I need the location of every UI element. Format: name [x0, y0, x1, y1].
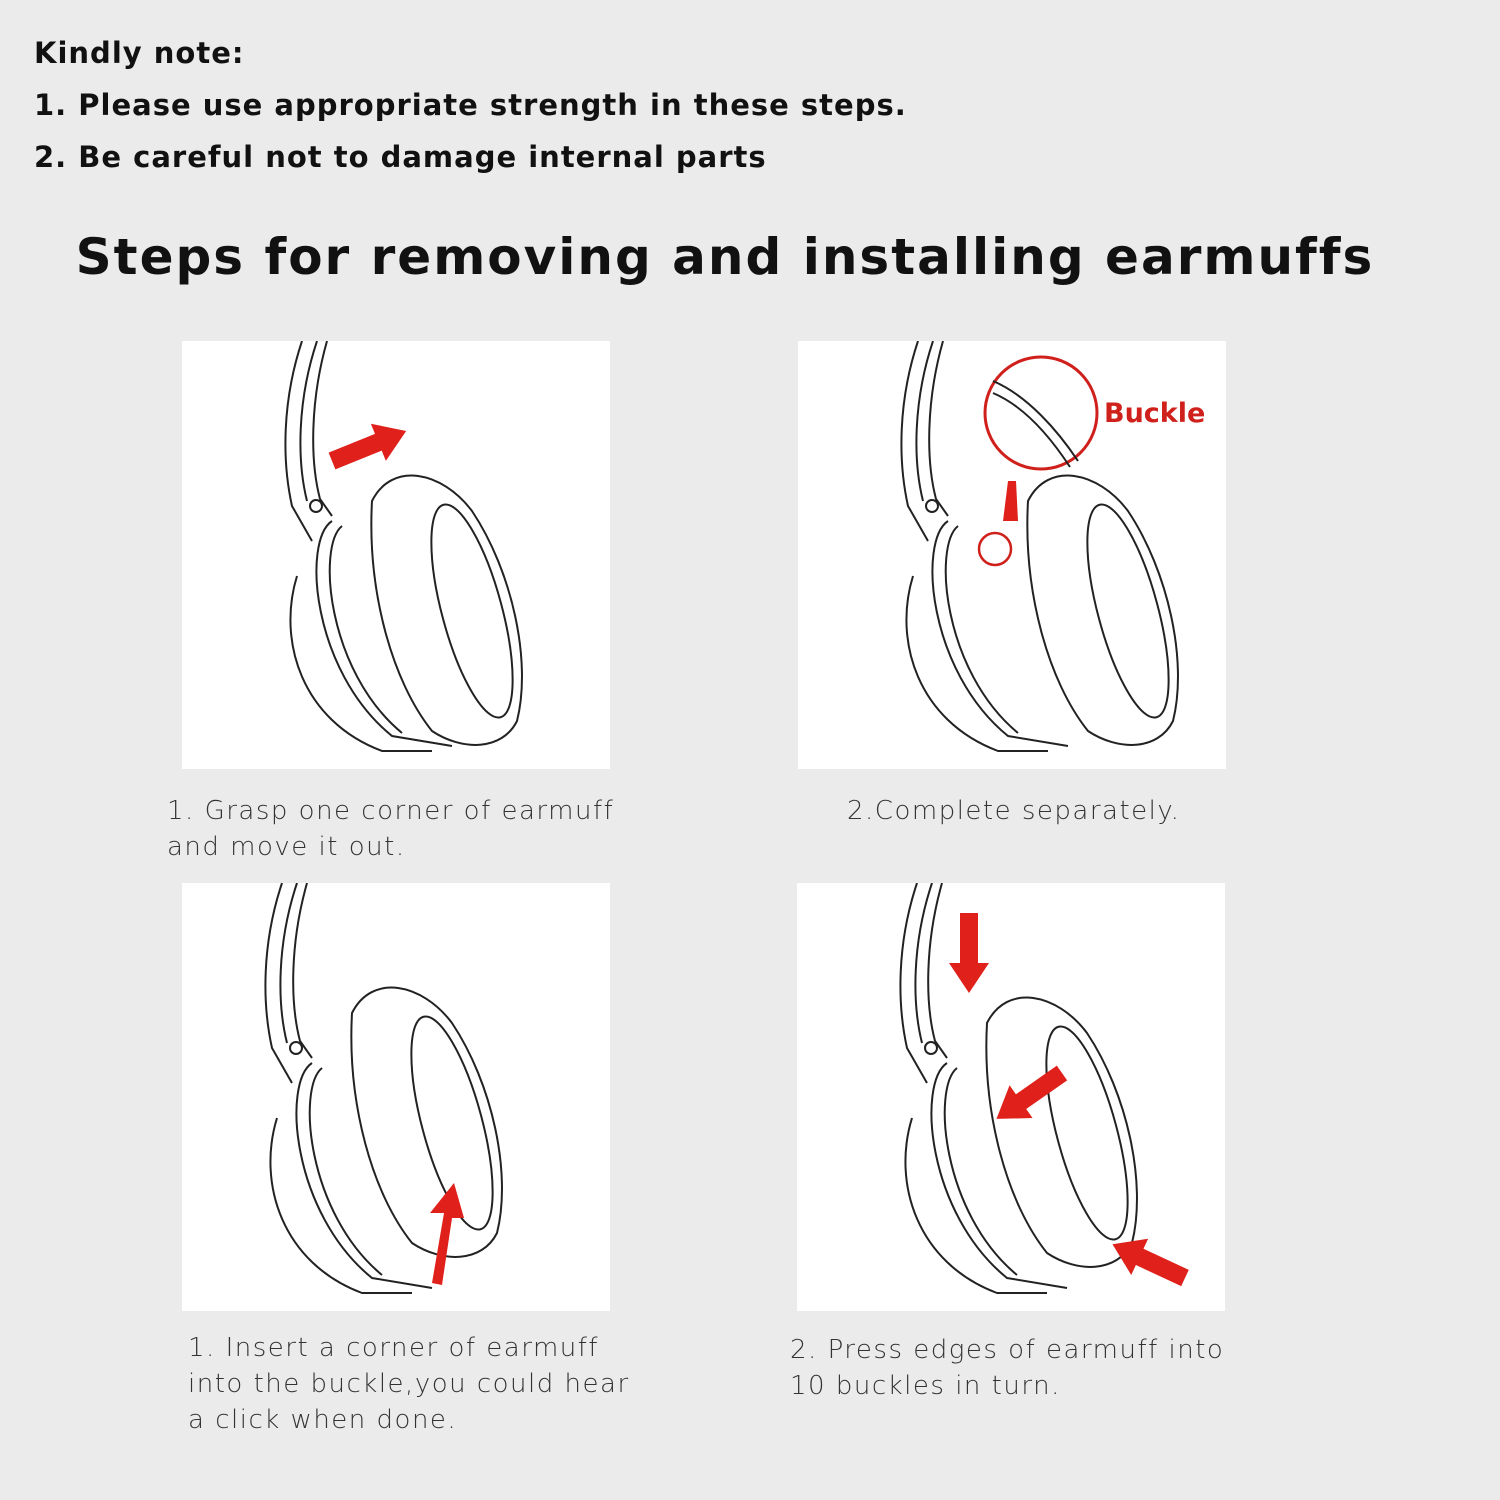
caption-line: 1. Grasp one corner of earmuff [167, 796, 615, 826]
step-remove-1-illustration [182, 340, 610, 769]
step-remove-2-illustration: Buckle [798, 340, 1226, 769]
note-heading: Kindly note: [34, 36, 245, 70]
caption-line: 1. Insert a corner of earmuff [188, 1333, 600, 1363]
buckle-zoom-icon [983, 355, 1099, 471]
buckle-label: Buckle [1104, 398, 1205, 429]
arrow-icon [1104, 1226, 1194, 1297]
arrow-icon [984, 1056, 1074, 1136]
note-item-2: 2. Be careful not to damage internal par… [34, 140, 767, 174]
arrow-icon [430, 1183, 464, 1285]
page-title: Steps for removing and installing earmuf… [75, 228, 1375, 286]
step-remove-1-caption: 1. Grasp one corner of earmuff and move … [167, 793, 614, 865]
note-item-1: 1. Please use appropriate strength in th… [34, 88, 907, 122]
step-install-1-illustration [182, 882, 610, 1311]
caption-line: 2. Press edges of earmuff into [790, 1335, 1225, 1365]
caption-line: a click when done. [188, 1405, 458, 1435]
step-install-2-caption: 2. Press edges of earmuff into 10 buckle… [790, 1332, 1224, 1404]
caption-line: into the buckle,you could hear [188, 1369, 630, 1399]
arrow-icon [324, 412, 414, 480]
step-install-1-caption: 1. Insert a corner of earmuff into the b… [188, 1330, 630, 1438]
caption-line: and move it out. [167, 832, 406, 862]
arrow-icon [949, 913, 989, 993]
step-remove-2-caption: 2.Complete separately. [847, 793, 1180, 829]
arrow-icon [1003, 481, 1018, 521]
caption-line: 10 buckles in turn. [790, 1371, 1061, 1401]
caption-line: 2.Complete separately. [847, 796, 1181, 826]
step-install-2-illustration [797, 882, 1225, 1311]
